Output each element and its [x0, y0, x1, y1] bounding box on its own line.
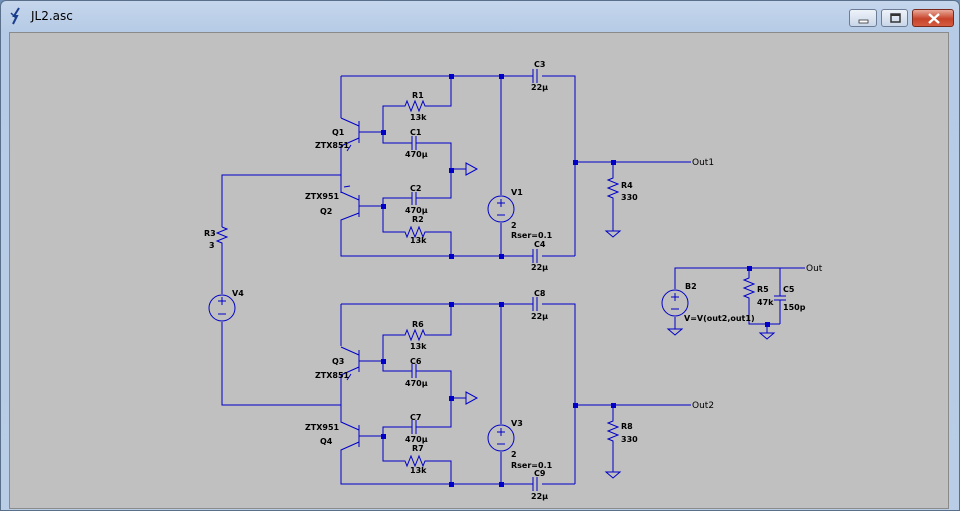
label-r2-value: 13k	[410, 236, 427, 245]
label-r1: R1	[412, 91, 424, 100]
capacitor-c8	[532, 297, 538, 311]
label-c2-value: 470µ	[405, 206, 428, 215]
label-q3-model: ZTX851	[315, 371, 350, 380]
label-r2: R2	[412, 215, 424, 224]
capacitor-c3	[532, 69, 538, 83]
label-v3: V3	[511, 419, 523, 428]
capacitor-c7	[382, 398, 452, 436]
label-c4-value: 22µ	[531, 263, 548, 272]
label-q4: Q4	[320, 437, 333, 446]
label-r3: R3	[204, 229, 216, 238]
label-r8: R8	[621, 422, 633, 431]
ground-symbol	[666, 328, 684, 336]
transistor-q3	[340, 346, 383, 405]
label-b2: B2	[685, 282, 697, 291]
window-title: JL2.asc	[31, 9, 73, 23]
resistor-r4	[575, 161, 691, 231]
close-icon	[928, 13, 940, 24]
label-c8-value: 22µ	[531, 312, 548, 321]
label-c6-value: 470µ	[405, 379, 428, 388]
maximize-button[interactable]	[881, 9, 908, 27]
capacitor-c2	[382, 170, 452, 206]
label-q2: Q2	[320, 207, 332, 216]
transistor-q4	[340, 405, 451, 485]
label-r5: R5	[757, 285, 769, 294]
label-c7-value: 470µ	[405, 435, 428, 444]
label-c6: C6	[410, 357, 422, 366]
label-r8-value: 330	[621, 435, 638, 444]
label-q1: Q1	[332, 128, 345, 137]
label-v3-rser: Rser=0.1	[511, 461, 553, 470]
label-r6: R6	[412, 320, 424, 329]
label-r5-value: 47k	[757, 298, 774, 307]
title-bar[interactable]: JL2.asc	[1, 1, 959, 31]
label-c9-value: 22µ	[531, 492, 548, 501]
minimize-icon	[858, 19, 869, 24]
transistor-q1	[340, 117, 383, 164]
label-c8: C8	[534, 289, 546, 298]
net-label-out1: Out1	[692, 158, 714, 168]
label-c9: C9	[534, 469, 546, 478]
maximize-icon	[890, 13, 901, 23]
junction-dots	[381, 74, 770, 487]
transistor-q2	[340, 191, 451, 257]
label-b2-expr: V=V(out2,out1)	[684, 314, 755, 323]
label-r4-value: 330	[621, 193, 638, 202]
schematic[interactable]: Q1 ZTX851 ZTX951 Q2 R1 13k C1 470µ C2 47…	[10, 33, 948, 508]
label-c5-value: 150p	[783, 303, 806, 312]
label-c4: C4	[534, 240, 546, 249]
resistor-r6	[382, 304, 452, 361]
resistor-r2	[382, 206, 452, 256]
ground-symbol	[465, 391, 479, 405]
label-v1-rser: Rser=0.1	[511, 231, 553, 240]
label-c3-value: 22µ	[531, 83, 548, 92]
label-c3: C3	[534, 60, 545, 69]
resistor-r3	[215, 226, 229, 294]
behavioral-source-b2	[661, 289, 689, 317]
label-q4-model: ZTX951	[305, 423, 340, 432]
label-c5: C5	[783, 285, 795, 294]
label-r7: R7	[412, 444, 424, 453]
label-r3-value: 3	[209, 241, 215, 250]
resistor-r8	[575, 404, 691, 472]
label-v4: V4	[232, 289, 244, 298]
ltspice-icon	[10, 7, 20, 25]
ground-symbol	[465, 162, 479, 176]
net-label-out2: Out2	[692, 401, 714, 411]
label-r6-value: 13k	[410, 342, 427, 351]
wire	[341, 75, 576, 257]
schematic-canvas[interactable]: Q1 ZTX851 ZTX951 Q2 R1 13k C1 470µ C2 47…	[9, 32, 949, 509]
label-r7-value: 13k	[410, 466, 427, 475]
resistor-r1	[382, 76, 452, 132]
label-v3-value: 2	[511, 450, 517, 459]
voltage-source-v1	[487, 195, 515, 223]
capacitor-c1	[382, 132, 466, 170]
label-r1-value: 13k	[410, 113, 427, 122]
label-c1: C1	[410, 128, 422, 137]
label-q1-model: ZTX851	[315, 141, 350, 150]
label-q2-model: ZTX951	[305, 192, 340, 201]
ground-symbol	[758, 332, 776, 340]
label-v1-value: 2	[511, 221, 517, 230]
capacitor-c6	[382, 361, 466, 399]
voltage-source-v3	[487, 424, 515, 452]
ground-symbol	[604, 471, 622, 479]
label-c7: C7	[410, 413, 421, 422]
label-c2: C2	[410, 184, 421, 193]
voltage-source-v4	[208, 294, 236, 322]
resistor-r7	[382, 436, 452, 484]
close-button[interactable]	[912, 9, 954, 27]
label-v1: V1	[511, 188, 523, 197]
label-q3: Q3	[332, 357, 344, 366]
minimize-button[interactable]	[849, 9, 877, 27]
label-c1-value: 470µ	[405, 150, 428, 159]
net-label-out: Out	[806, 264, 823, 274]
capacitor-c4	[532, 249, 538, 263]
ground-symbol	[604, 230, 622, 238]
label-r4: R4	[621, 181, 633, 190]
capacitor-c9	[532, 477, 538, 491]
